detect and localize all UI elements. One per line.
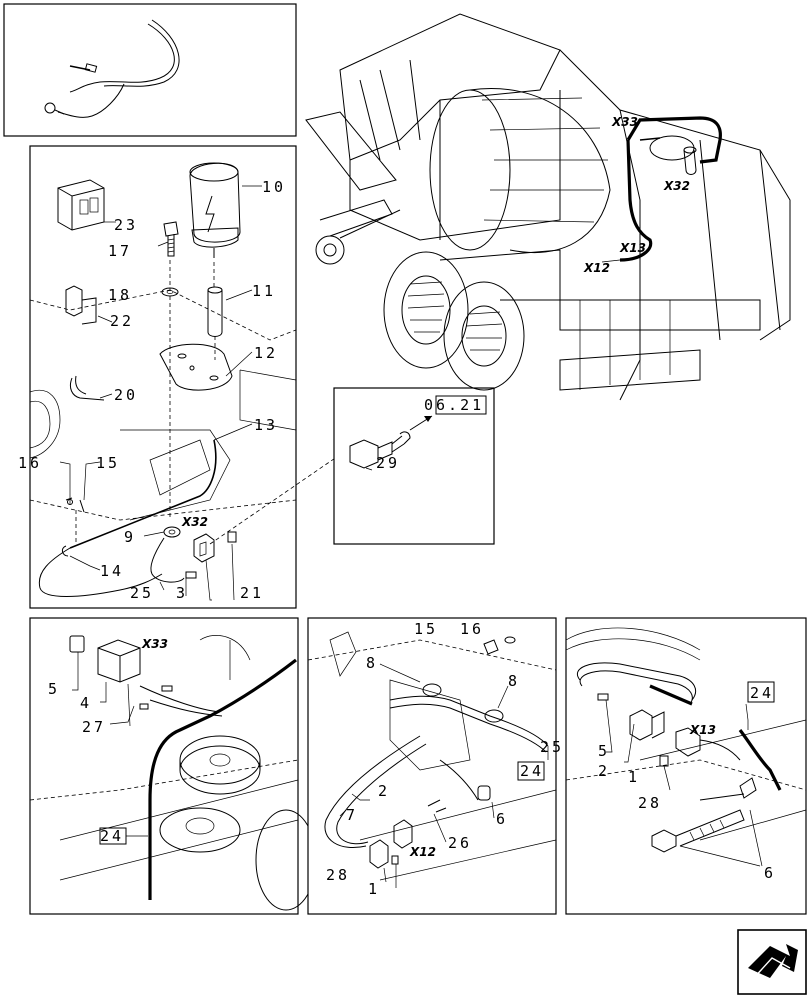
label-bm-part-1: 1 — [368, 880, 380, 898]
clamp-8a-part — [422, 683, 442, 697]
label-bl-part-27: 27 — [82, 718, 106, 736]
harness-x13 — [738, 729, 782, 791]
x32-plug-part — [193, 533, 215, 563]
label-part-18: 18 — [108, 286, 132, 304]
label-connector-x13: X13 — [689, 723, 716, 737]
label-bm-part-6: 6 — [496, 810, 508, 828]
small-connector-part — [227, 531, 237, 543]
label-part-9: 9 — [124, 528, 136, 546]
next-page-arrow-icon[interactable] — [737, 929, 807, 995]
connector-part — [65, 285, 97, 325]
label-connector-x33: X33 — [141, 637, 168, 651]
label-part-21: 21 — [240, 584, 264, 602]
bracket-plate-part — [159, 343, 233, 391]
label-part-11: 11 — [252, 282, 276, 300]
label-part-25: 25 — [130, 584, 154, 602]
label-part-23: 23 — [114, 216, 138, 234]
plug-29-part — [349, 431, 411, 469]
label-br-part-24: 24 — [750, 684, 774, 702]
connector-x13-part — [629, 709, 741, 761]
label-bm-part-24: 24 — [520, 762, 544, 780]
bolt-part — [163, 221, 179, 257]
inset-wire-detail — [3, 3, 297, 137]
label-bm-part-2: 2 — [378, 782, 390, 800]
machine-connector-x13: X13 — [619, 241, 646, 255]
label-part-13: 13 — [254, 416, 278, 434]
ref-box-24-mid — [517, 761, 545, 781]
cable-tie-part — [69, 375, 105, 401]
machine-overview: X33 X32 X13 X12 — [305, 13, 791, 401]
label-bl-part-24: 24 — [100, 827, 124, 845]
label-part-14: 14 — [100, 562, 124, 580]
machine-harness — [619, 139, 653, 262]
label-bm-part-25: 25 — [540, 738, 564, 756]
label-bl-part-5: 5 — [48, 680, 60, 698]
label-part-10: 10 — [262, 178, 286, 196]
label-part-29: 29 — [376, 454, 400, 472]
label-part-20: 20 — [114, 386, 138, 404]
label-part-12: 12 — [254, 344, 278, 362]
machine-connector-x32: X32 — [663, 179, 690, 193]
label-part-16: 16 — [18, 454, 42, 472]
label-connector-x32: X32 — [181, 515, 208, 529]
label-br-part-6: 6 — [764, 864, 776, 882]
label-part-3: 3 — [176, 584, 188, 602]
detail-panel-x13: 24 X13 5 2 1 28 6 — [565, 617, 807, 915]
detail-panel-x33: X33 5 4 27 24 — [29, 617, 317, 915]
label-br-part-2: 2 — [598, 762, 610, 780]
relay-block-part — [57, 179, 105, 231]
machine-connector-x12: X12 — [583, 261, 610, 275]
label-part-22: 22 — [110, 312, 134, 330]
label-part-15: 15 — [96, 454, 120, 472]
label-bl-part-4: 4 — [80, 694, 92, 712]
detail-panel-x12: 15 16 8 8 25 24 2 7 6 26 X12 28 1 — [307, 617, 564, 915]
relay-x33-part — [97, 639, 141, 683]
ref-box — [435, 395, 487, 415]
machine-connector-x33: X33 — [611, 115, 638, 129]
connector-x12-part — [369, 819, 413, 869]
label-bm-part-26: 26 — [448, 834, 472, 852]
sensor-6-part — [651, 777, 757, 853]
callout-panel: 06.21 29 — [333, 387, 495, 545]
clamp-8b-part — [484, 709, 504, 723]
ref-box-24-right — [747, 681, 775, 703]
label-bm-part-15: 15 — [414, 620, 438, 638]
projection-line — [209, 451, 345, 545]
harness-part — [38, 439, 217, 597]
label-part-17: 17 — [108, 242, 132, 260]
harness-x33 — [148, 658, 297, 900]
label-bm-part-8b: 8 — [508, 672, 520, 690]
connector-5-part — [69, 635, 85, 653]
label-br-part-1: 1 — [628, 768, 640, 786]
beacon-lamp-part — [189, 162, 241, 258]
label-br-part-5: 5 — [598, 742, 610, 760]
label-bm-part-8a: 8 — [366, 654, 378, 672]
label-br-part-28: 28 — [638, 794, 662, 812]
label-bm-part-16: 16 — [460, 620, 484, 638]
label-bm-part-7: 7 — [346, 806, 358, 824]
label-connector-x12: X12 — [409, 845, 436, 859]
main-parts-panel: 10 23 17 11 18 22 12 20 13 16 15 9 X32 1… — [18, 145, 297, 609]
ref-06-21: 06.21 — [424, 396, 484, 414]
label-bm-part-28: 28 — [326, 866, 350, 884]
